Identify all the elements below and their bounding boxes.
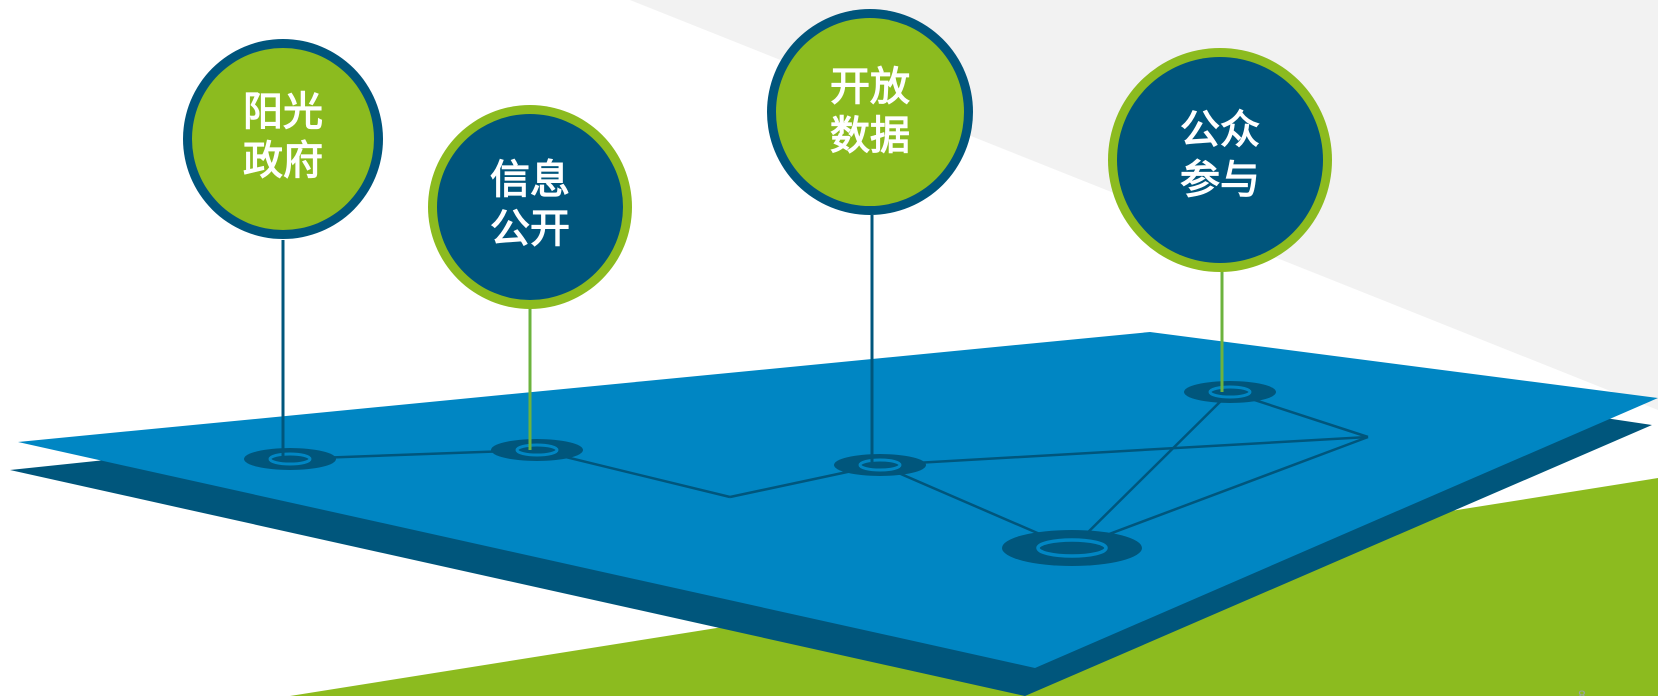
pin-sunshine-government: 阳光 政府 [183,39,383,239]
pin-label-line2: 参与 [1180,157,1260,203]
pin-label-line2: 公开 [490,206,570,252]
platform-surface [18,332,1658,668]
network-node [491,439,583,461]
pin-label-line1: 阳光 [243,89,323,135]
page-number: 8 [1578,687,1586,696]
pin-label-line1: 公众 [1180,107,1260,153]
network-node-large [1002,530,1142,566]
pin-public-participation: 公众 参与 [1108,48,1332,272]
pin-label-line2: 政府 [243,138,323,184]
network-node [1184,381,1276,403]
network-node [244,448,336,470]
network-node [834,454,926,476]
pin-label-line1: 开放 [830,64,910,110]
pin-label-line1: 信息 [490,157,570,203]
pin-open-data: 开放 数据 [767,9,973,215]
pin-label-line2: 数据 [830,113,910,159]
pin-information-disclosure: 信息 公开 [428,105,632,309]
